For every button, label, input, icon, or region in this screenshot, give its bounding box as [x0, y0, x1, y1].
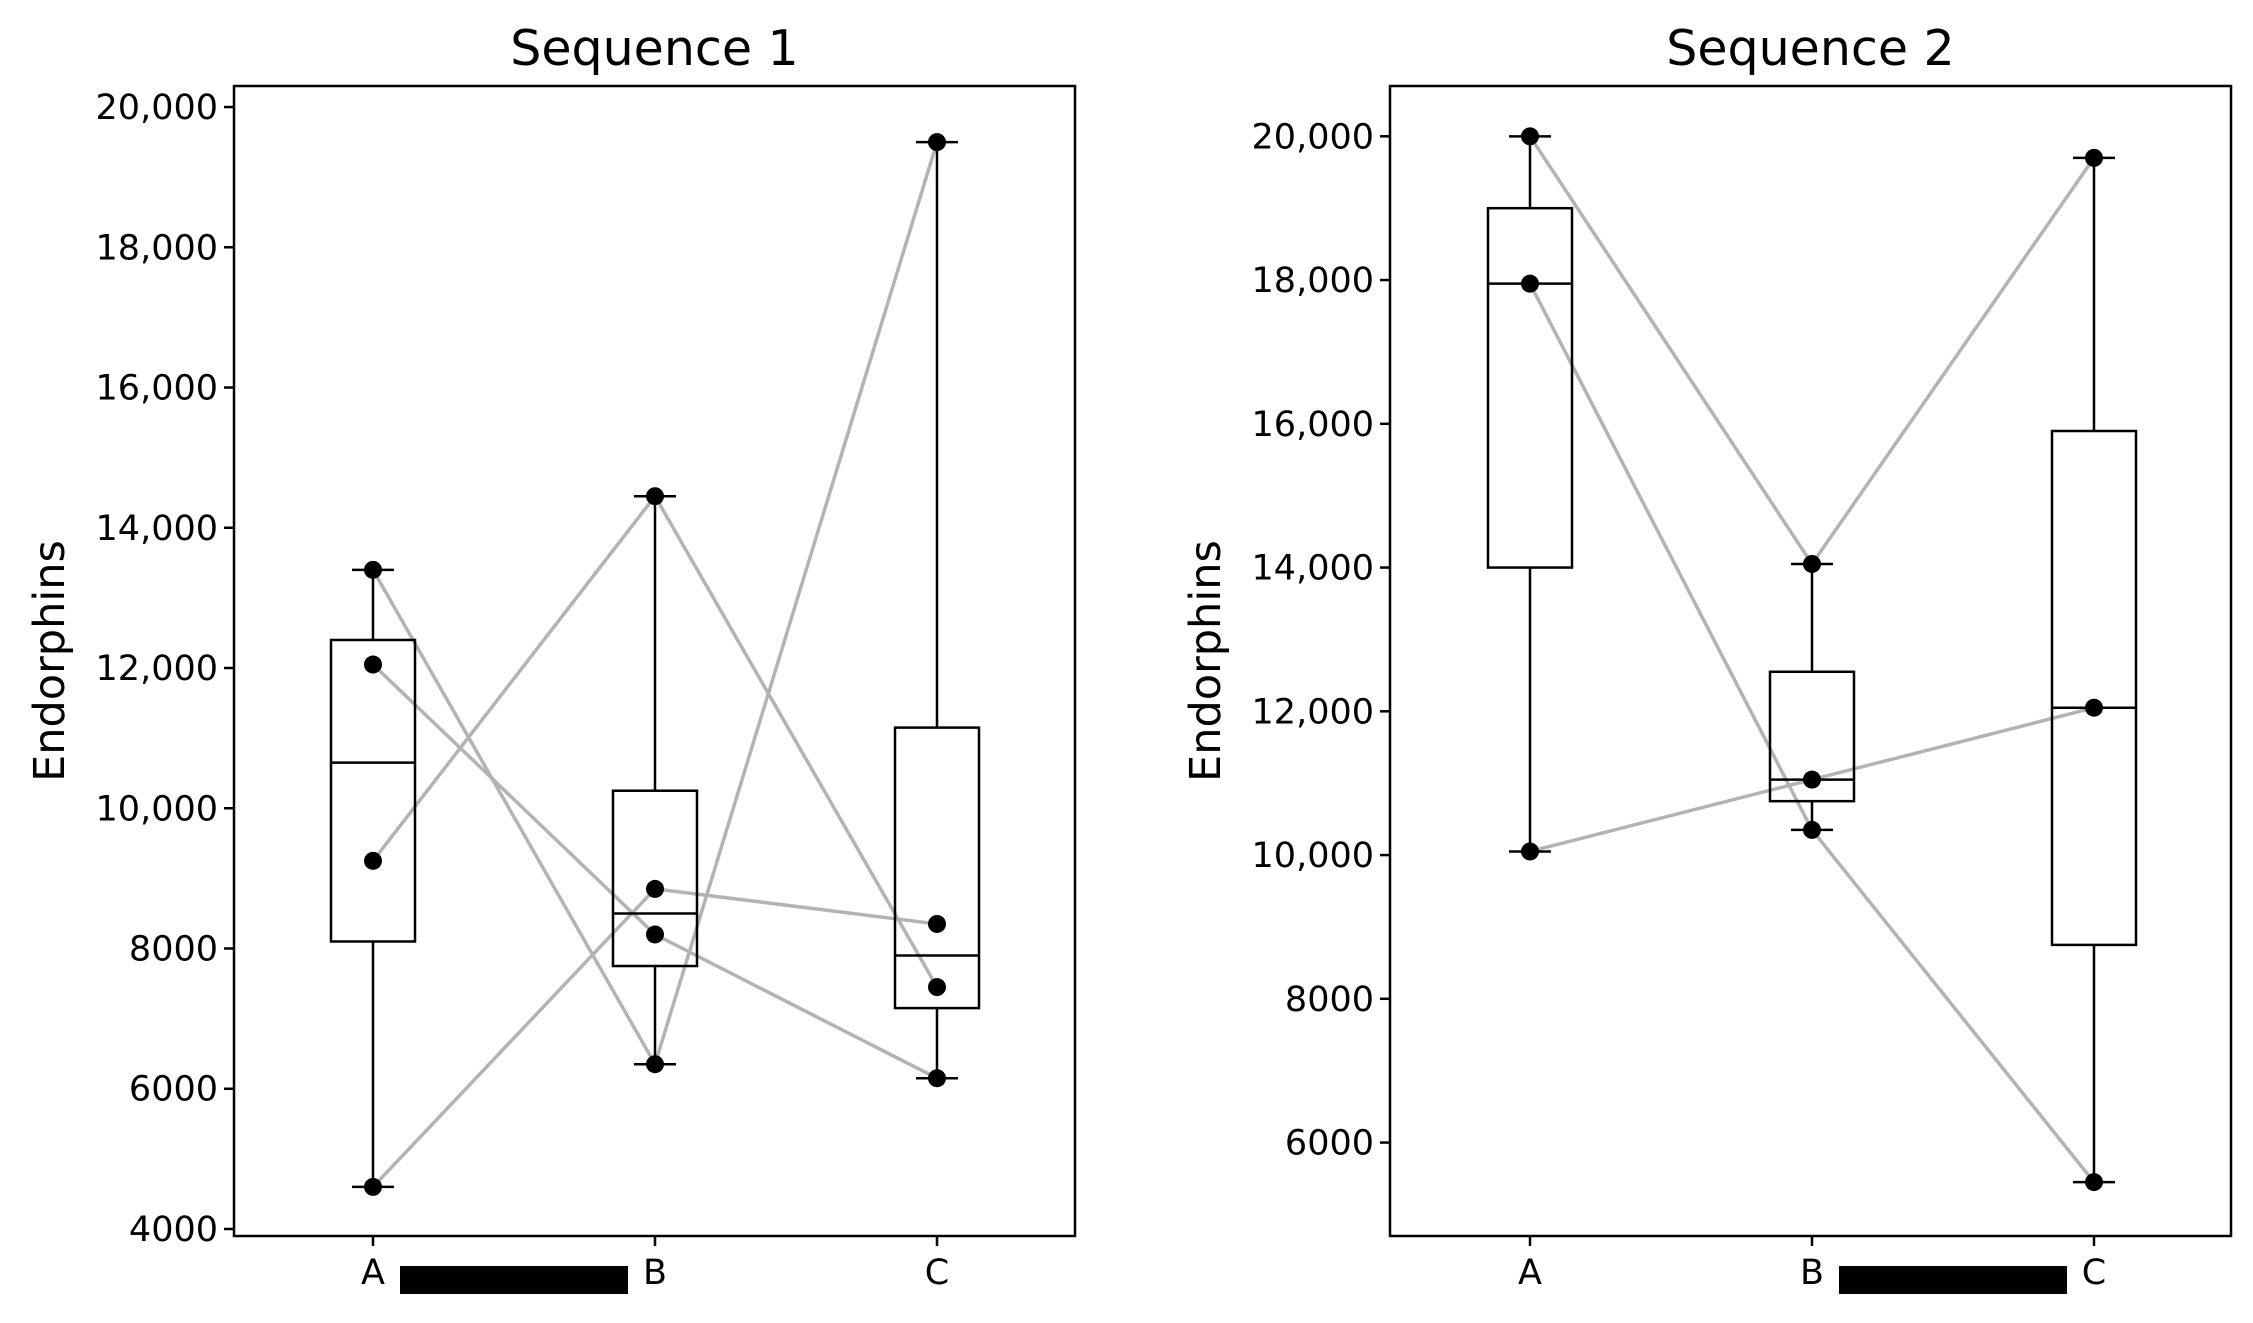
y-tick-label: 10,000 — [1252, 836, 1374, 876]
subject-point — [1521, 127, 1539, 146]
subject-point — [1803, 554, 1821, 573]
box-B — [1768, 562, 1856, 832]
chart-title-2: Sequence 2 — [1666, 20, 1954, 77]
subject-point — [928, 914, 946, 933]
subject-point — [1803, 770, 1821, 789]
box-A — [1486, 135, 1574, 853]
subject-point — [364, 851, 382, 870]
box-iqr — [2050, 429, 2138, 947]
subject-point — [646, 879, 664, 898]
subject-line-1 — [1528, 135, 2096, 568]
box-iqr — [329, 638, 417, 943]
subject-point — [364, 560, 382, 579]
y-tick-label: 6000 — [129, 1070, 218, 1110]
x-tick-label-B: B — [1800, 1253, 1824, 1293]
y-tick-label: 4000 — [129, 1210, 218, 1250]
subject-point — [364, 1177, 382, 1196]
chart-sequence-2: Sequence 2 Endorphins 6000 8000 10,000 12,000… — [1181, 20, 2233, 1294]
subject-point — [1521, 274, 1539, 293]
subject-point — [646, 925, 664, 944]
y-tick-label: 16,000 — [96, 369, 218, 409]
y-tick-label: 8000 — [129, 930, 218, 970]
chart-title-1: Sequence 1 — [510, 20, 798, 77]
y-tick-label: 18,000 — [96, 228, 218, 268]
x-tick-label-A: A — [361, 1253, 385, 1293]
y-tick-label: 8000 — [1285, 980, 1374, 1020]
x-tick-label-B: B — [643, 1253, 667, 1293]
box-iqr — [611, 789, 699, 968]
y-tick-label: 14,000 — [96, 509, 218, 549]
y-tick-label: 10,000 — [96, 789, 218, 829]
period-bar-1 — [400, 1266, 628, 1294]
y-tick-label: 6000 — [1285, 1124, 1374, 1164]
x-tick-label-C: C — [925, 1253, 949, 1293]
subject-point — [2085, 1173, 2103, 1192]
box-iqr — [893, 726, 981, 1010]
subject-point — [646, 487, 664, 506]
subject-point — [928, 1069, 946, 1088]
subject-point — [646, 1055, 664, 1074]
subject-point — [1803, 820, 1821, 839]
subject-point — [928, 133, 946, 152]
y-tick-label: 20,000 — [1252, 117, 1374, 157]
box-C — [2050, 156, 2138, 1184]
y-tick-label: 12,000 — [1252, 692, 1374, 732]
x-tick-label-A: A — [1518, 1253, 1542, 1293]
box-B — [611, 494, 699, 1066]
box-C — [893, 140, 981, 1080]
subject-point — [364, 655, 382, 674]
y-tick-label: 18,000 — [1252, 261, 1374, 301]
box-A — [329, 568, 417, 1189]
period-bar-2 — [1839, 1266, 2067, 1294]
subject-line-2 — [1528, 282, 2096, 1184]
subject-point — [928, 978, 946, 997]
subject-point — [2085, 148, 2103, 167]
chart-sequence-1: Sequence 1 Endorphins 4000 6000 8000 10,000 12… — [25, 20, 1077, 1294]
box-iqr — [1768, 670, 1856, 803]
y-axis-label-1: Endorphins — [25, 540, 75, 782]
y-tick-label: 16,000 — [1252, 405, 1374, 445]
box-iqr — [1486, 206, 1574, 569]
subject-point — [2085, 698, 2103, 717]
y-axis-label-2: Endorphins — [1181, 540, 1231, 782]
plot-frame-1 — [232, 84, 1077, 1238]
y-tick-label: 12,000 — [96, 649, 218, 689]
y-tick-label: 20,000 — [96, 88, 218, 128]
x-tick-label-C: C — [2082, 1253, 2106, 1293]
plot-frame-2 — [1388, 84, 2233, 1238]
subject-point — [1521, 842, 1539, 861]
y-tick-label: 14,000 — [1252, 549, 1374, 589]
